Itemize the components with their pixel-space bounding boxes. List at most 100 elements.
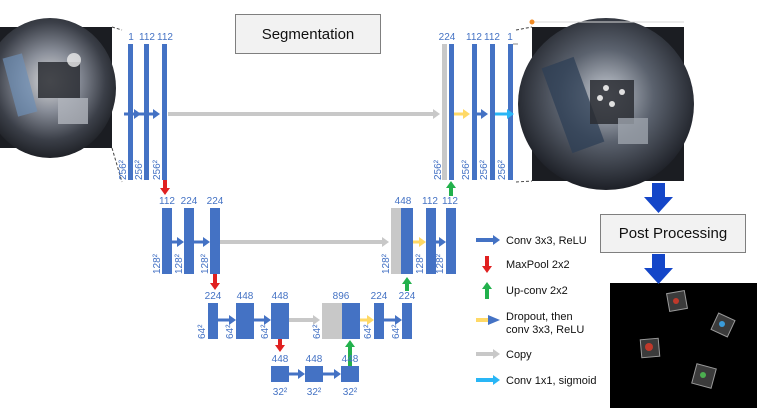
output-fisheye-image [518,18,694,190]
upconv-arrow-l1 [446,181,456,196]
conv-arrow-l0-a-head [153,109,160,119]
label-level0-decoder-size-0: 256² [433,159,444,180]
layer-level1-decoder-1 [426,208,436,274]
conv-arrow-l3-b-head [334,369,341,379]
label-level2-encoder-size-2: 64² [260,324,271,339]
label-level1-decoder-ch-2: 112 [442,196,458,207]
label-level0-decoder-ch-2: 112 [484,32,500,43]
label-level3-size-2: 32² [343,387,358,398]
layer-level2-encoder-2 [271,303,289,339]
upconv-arrow-l3-head [345,340,355,347]
legend-upconv-icon [482,282,492,299]
layer-level0-encoder-1 [144,44,149,180]
label-level2-encoder-size-1: 64² [225,324,236,339]
layer-level2-decoder-0 [342,303,360,339]
label-level0-encoder-ch-1: 112 [139,32,155,43]
layer-level0-encoder-2 [162,44,167,180]
copy-arrow-l2-head [313,315,320,325]
legend-conv-icon-head [493,235,500,245]
upconv-arrow-l3 [345,340,355,366]
copy-connections [168,109,440,325]
maxpool-arrow-l2-head [275,345,285,352]
arrow-to-mask-result [644,254,673,284]
legend-conv-icon [476,235,500,245]
label-level2-decoder-size-2: 64² [391,324,402,339]
title-guide-dot [529,19,535,25]
label-level2-decoder-size-1: 64² [363,324,374,339]
layer-level3-bottleneck-0 [271,366,289,382]
conv-arrow-l2-c-head [395,315,402,325]
label-level3-ch-1: 448 [306,354,323,365]
label-level0-encoder-ch-2: 112 [157,32,173,43]
legend-icons [476,235,500,385]
layer-level2-encoder-0 [208,303,218,339]
label-level1-decoder-size-0: 128² [381,253,392,274]
layer-level0-encoder-0 [128,44,133,180]
label-level2-decoder-ch-0: 896 [333,291,350,302]
input-image-guide-bottom [111,147,123,183]
conv-arrow-l2-a-head [229,315,236,325]
label-level3-ch-2: 448 [342,354,359,365]
legend-label-maxpool: MaxPool 2x2 [506,259,570,271]
maxpool-arrow-l2 [275,339,285,352]
conv-arrow-l3-b [323,369,341,379]
label-level0-decoder-size-2: 256² [479,159,490,180]
output-image-guide-bottom [515,180,533,183]
conv-arrow-l1-c [436,237,446,247]
legend-maxpool-icon-head [482,266,492,273]
label-level0-encoder-size-0: 256² [118,159,129,180]
legend-label-upconv: Up-conv 2x2 [506,285,568,297]
label-level1-encoder-ch-1: 224 [181,196,198,207]
label-level3-size-1: 32² [307,387,322,398]
label-level1-encoder-ch-0: 112 [159,196,175,207]
conv-arrow-l1-a [172,237,184,247]
label-level2-decoder-size-0: 64² [312,324,323,339]
upconv-arrow-l2-head [402,277,412,284]
layer-level3-bottleneck-2 [341,366,359,382]
label-level2-encoder-ch-0: 224 [205,291,222,302]
segmentation-title: Segmentation [235,14,381,54]
maxpool-arrow-l0-head [160,188,170,195]
label-level1-encoder-size-2: 128² [200,253,211,274]
label-level0-encoder-size-1: 256² [134,159,145,180]
legend-dropout-icon [476,315,500,325]
conv-arrow-l2-c [384,315,402,325]
layer-level0-decoder-0 [449,44,454,180]
copy-arrow-l2 [289,315,320,325]
legend-maxpool-icon [482,256,492,273]
conv-arrow-l0-b [477,109,488,119]
copy-arrow-l0-head [433,109,440,119]
conv-arrow-l1-a-head [177,237,184,247]
conv-arrow-l1-b-head [203,237,210,247]
legend-label-dropout: Dropout, then [506,311,573,323]
label-level0-decoder-ch-1: 112 [466,32,482,43]
copy-arrow-l1 [220,237,389,247]
label-level0-encoder-ch-0: 1 [128,32,134,43]
layer-level1-encoder-1 [184,208,194,274]
layer-level0-decoder-2 [490,44,495,180]
layer-level2-decoder-copy [322,303,342,339]
layer-level1-decoder-2 [446,208,456,274]
label-level1-decoder-size-2: 128² [435,253,446,274]
legend-copy-icon [476,349,500,359]
dropout-arrow-l0-head [463,109,470,119]
operation-arrows [124,109,514,379]
conv-arrow-l1-b [194,237,210,247]
layer-level3-bottleneck-1 [305,366,323,382]
arrow-to-post-processing [644,183,673,213]
layer-level1-decoder-copy [391,208,401,274]
layer-level0-decoder-1 [472,44,477,180]
legend-sigmoid-icon [476,375,500,385]
label-level0-decoder-ch-3: 1 [507,32,513,43]
maxpool-arrow-l1-head [210,283,220,290]
label-level0-decoder-size-1: 256² [461,159,472,180]
input-image-guide-top [111,26,123,31]
label-level1-decoder-ch-1: 112 [422,196,438,207]
copy-arrow-l0 [168,109,440,119]
legend-sigmoid-icon-head [493,375,500,385]
label-level1-encoder-size-0: 128² [152,253,163,274]
conv-arrow-l3-a [289,369,305,379]
conv-arrow-l2-a [218,315,236,325]
label-level3-ch-0: 448 [272,354,289,365]
